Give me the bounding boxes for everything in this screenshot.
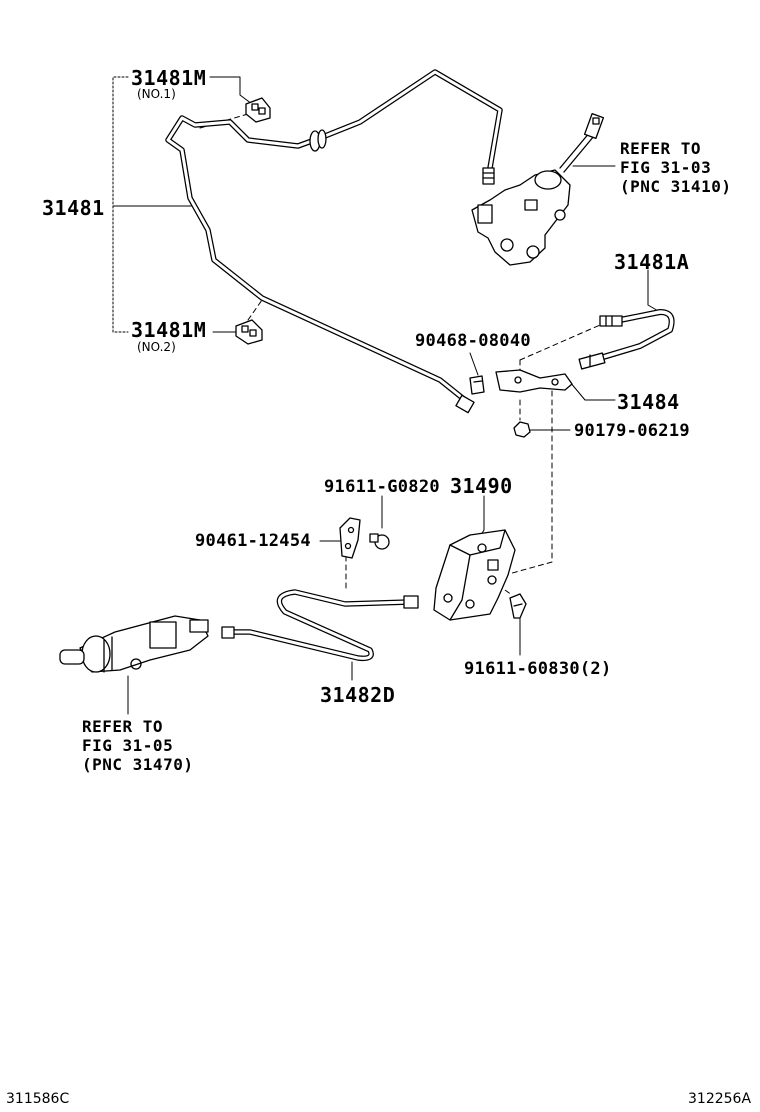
refer-master-cylinder-note: REFER TO FIG 31-03 (PNC 31410) — [620, 139, 731, 196]
part-label-90468-08040: 90468-08040 — [415, 331, 531, 351]
master-cylinder — [471, 112, 605, 266]
part-label-31490: 31490 — [450, 474, 513, 498]
part-label-90461-12454: 90461-12454 — [195, 531, 311, 551]
refer-master-line2: FIG 31-03 — [620, 158, 712, 177]
refer-release-line1: REFER TO — [82, 717, 164, 736]
bracket-31490 — [433, 529, 516, 621]
part-label-31481: 31481 — [42, 196, 105, 220]
footer-left-code: 311586C — [6, 1091, 70, 1107]
part-label-91611-G0820: 91611-G0820 — [324, 477, 440, 497]
part-label-91611-60830: 91611-60830(2) — [464, 659, 612, 679]
clip-90468 — [469, 375, 485, 395]
clamp-31481M-no1 — [245, 97, 271, 123]
clutch-pipe-31481 — [165, 69, 503, 414]
part-label-31484: 31484 — [617, 390, 680, 414]
footer-right-code: 312256A — [688, 1091, 752, 1107]
clamp-31481M-no2 — [235, 319, 263, 345]
part-label-no2: (NO.2) — [137, 340, 176, 354]
refer-release-cylinder-note: REFER TO FIG 31-05 (PNC 31470) — [82, 717, 193, 774]
tube-31482D — [221, 589, 419, 662]
flexible-hose-31481A — [578, 309, 675, 370]
part-label-31482D: 31482D — [320, 683, 396, 707]
release-cylinder — [59, 615, 209, 673]
refer-master-line1: REFER TO — [620, 139, 702, 158]
part-label-no1: (NO.1) — [137, 87, 176, 101]
refer-release-line3: (PNC 31470) — [82, 755, 194, 774]
bolt-90179 — [513, 421, 531, 438]
part-label-31481M-no2: 31481M — [131, 318, 207, 342]
leader-lines — [112, 76, 661, 715]
refer-master-line3: (PNC 31410) — [620, 177, 732, 196]
part-label-31481M-no1: 31481M — [131, 66, 207, 90]
bolt-91611-G0820 — [369, 533, 390, 550]
bracket-90461 — [339, 517, 361, 559]
hose-bracket-31484 — [495, 369, 573, 393]
part-label-31481A: 31481A — [614, 250, 690, 274]
part-label-90179-06219: 90179-06219 — [574, 421, 690, 441]
bolt-91611-60830 — [509, 593, 527, 619]
refer-release-line2: FIG 31-05 — [82, 736, 174, 755]
